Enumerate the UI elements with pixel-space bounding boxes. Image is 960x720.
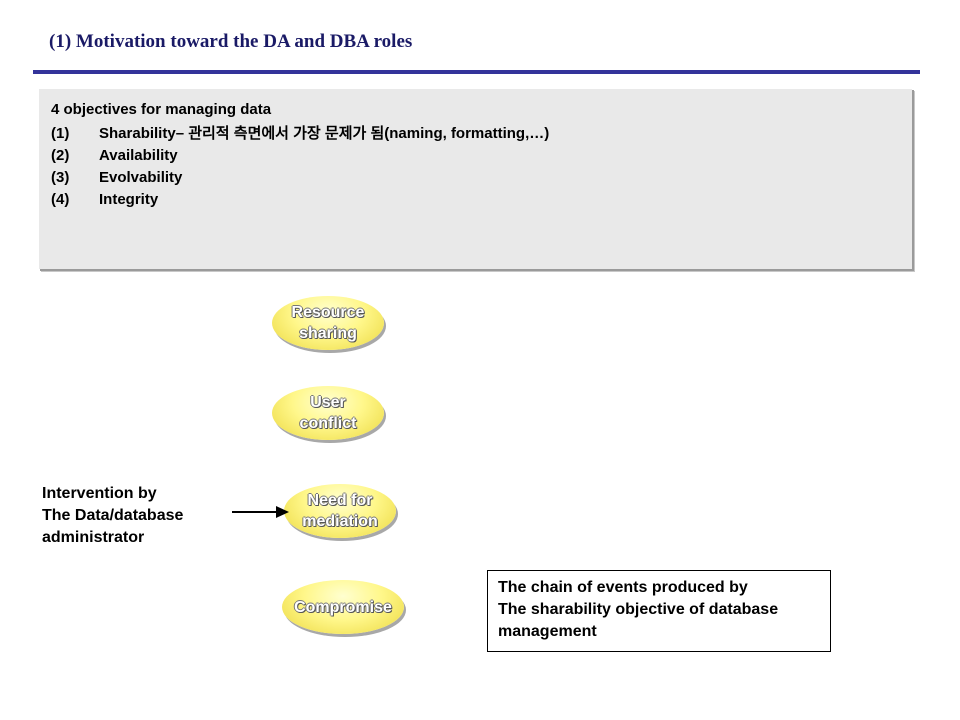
resource-sharing-ellipse: Resource sharing (272, 296, 384, 350)
compromise-ellipse: Compromise (282, 580, 404, 634)
objectives-list: (1) Sharability– 관리적 측면에서 가장 문제가 됨(naming… (51, 123, 549, 211)
chain-note-text: The chain of events produced by The shar… (498, 579, 779, 640)
user-conflict-ellipse: User conflict (272, 386, 384, 440)
objective-item: (1) Sharability– 관리적 측면에서 가장 문제가 됨(naming… (51, 123, 549, 145)
intervention-text: Intervention by The Data/database admini… (42, 485, 184, 546)
objective-number: (2) (51, 147, 70, 164)
objectives-heading: 4 objectives for managing data (51, 101, 272, 118)
objective-number: (3) (51, 169, 70, 186)
title-divider (33, 70, 920, 74)
objective-item: (4) Integrity (51, 189, 549, 211)
objectives-panel: 4 objectives for managing data (1) Sharab… (38, 88, 912, 269)
compromise-label: Compromise (294, 598, 392, 616)
need-for-mediation-ellipse: Need for mediation (284, 484, 396, 538)
objective-item: (3) Evolvability (51, 167, 549, 189)
slide-title: (1) Motivation toward the DA and DBA rol… (49, 31, 413, 52)
user-conflict-label: User conflict (299, 394, 357, 432)
objective-number: (1) (51, 125, 70, 142)
arrow-right-icon (232, 506, 289, 518)
need-for-mediation-label: Need for mediation (302, 492, 378, 530)
objective-text: Sharability– 관리적 측면에서 가장 문제가 됨(naming, f… (99, 125, 550, 142)
objective-text: Evolvability (99, 169, 183, 186)
objective-text: Availability (99, 147, 178, 164)
resource-sharing-label: Resource sharing (291, 304, 365, 342)
objective-text: Integrity (99, 191, 159, 208)
objective-item: (2) Availability (51, 145, 549, 167)
objective-number: (4) (51, 191, 70, 208)
chain-note-box: The chain of events produced by The shar… (487, 570, 831, 652)
